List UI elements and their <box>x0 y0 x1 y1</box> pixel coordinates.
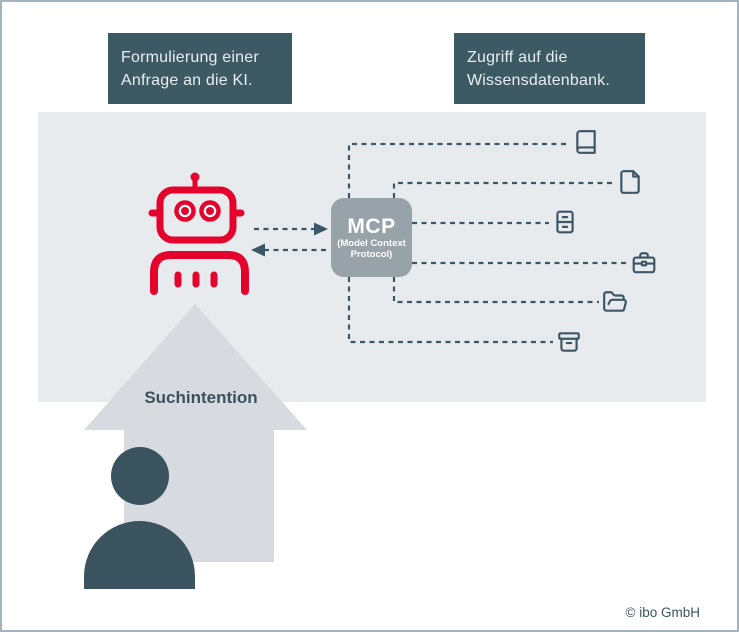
filing-cabinet-icon <box>556 210 574 234</box>
robot-icon <box>148 172 249 295</box>
user-head-icon <box>111 447 169 505</box>
mcp-box: MCP (Model Context Protocol) <box>331 198 412 277</box>
callout-request-to-ai: Formulierung einer Anfrage an die KI. <box>108 33 292 104</box>
book-icon <box>576 130 596 154</box>
briefcase-icon <box>632 252 656 274</box>
callout-left-line2: Anfrage an die KI. <box>121 71 253 89</box>
search-intent-label: Suchintention <box>144 388 258 407</box>
open-folder-icon <box>603 291 627 312</box>
mcp-title: MCP <box>347 214 396 238</box>
mcp-subtitle-line2: Protocol) <box>350 248 393 260</box>
callout-right-line1: Zugriff auf die <box>467 48 568 66</box>
callout-left-line1: Formulierung einer <box>121 48 259 66</box>
document-icon <box>620 170 640 194</box>
callout-right-line2: Wissensdatenbank. <box>467 71 611 89</box>
callout-knowledgebase-access: Zugriff auf die Wissensdatenbank. <box>454 33 645 104</box>
archive-box-icon <box>558 332 580 352</box>
mcp-subtitle-line1: (Model Context <box>337 237 406 249</box>
copyright-text: © ibo GmbH <box>625 605 700 620</box>
